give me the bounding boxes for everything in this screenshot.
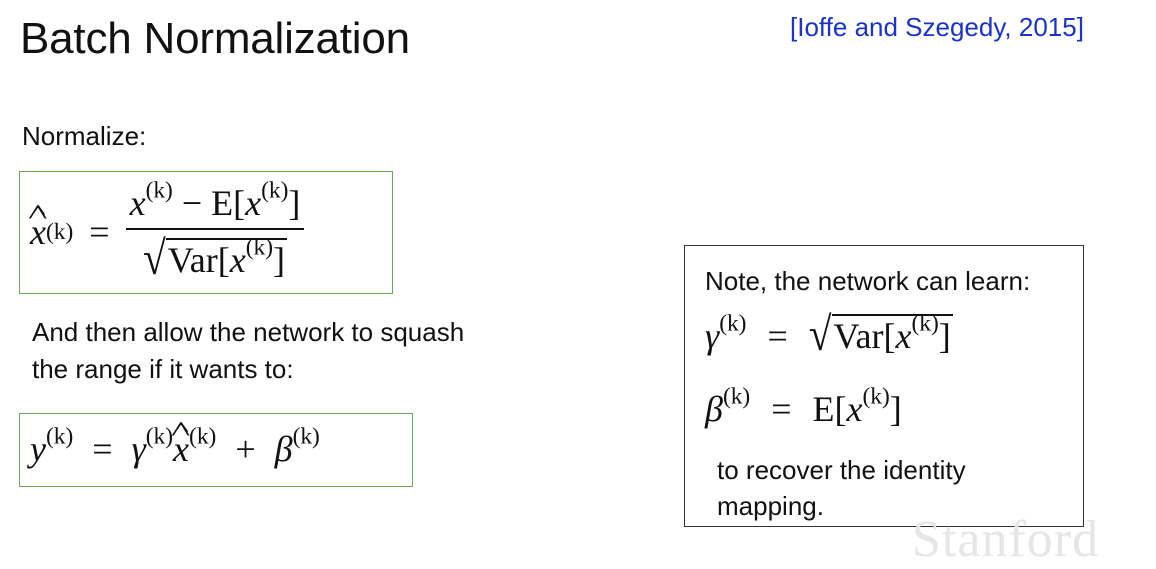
- citation: [Ioffe and Szegedy, 2015]: [790, 12, 1084, 42]
- x-hat: ^x: [28, 199, 48, 252]
- stanford-watermark: Stanford: [912, 511, 1100, 568]
- beta-equation: β(k) = E[x(k)]: [705, 383, 902, 429]
- note-title: Note, the network can learn:: [705, 266, 1031, 296]
- squash-equation: y(k) = γ(k)^x(k) + β(k): [30, 416, 320, 469]
- squash-equation-box: y(k) = γ(k)^x(k) + β(k): [19, 413, 413, 487]
- squash-text-line2: the range if it wants to:: [32, 354, 294, 384]
- squash-text-line1: And then allow the network to squash: [32, 317, 465, 347]
- recover-text-line1: to recover the identity: [717, 455, 966, 485]
- normalize-fraction: x(k) − E[x(k)] √Var[x(k)]: [125, 179, 305, 284]
- normalize-label: Normalize:: [22, 121, 147, 151]
- normalize-equation: ^x (k) = x(k) − E[x(k)] √Var[x(k)]: [28, 179, 305, 284]
- note-box: Note, the network can learn: γ(k) = √Var…: [684, 245, 1084, 527]
- slide-title: Batch Normalization: [20, 14, 410, 63]
- gamma-equation: γ(k) = √Var[x(k)]: [705, 307, 953, 361]
- recover-text-line2: mapping.: [717, 491, 824, 521]
- normalize-equation-box: ^x (k) = x(k) − E[x(k)] √Var[x(k)]: [19, 171, 393, 294]
